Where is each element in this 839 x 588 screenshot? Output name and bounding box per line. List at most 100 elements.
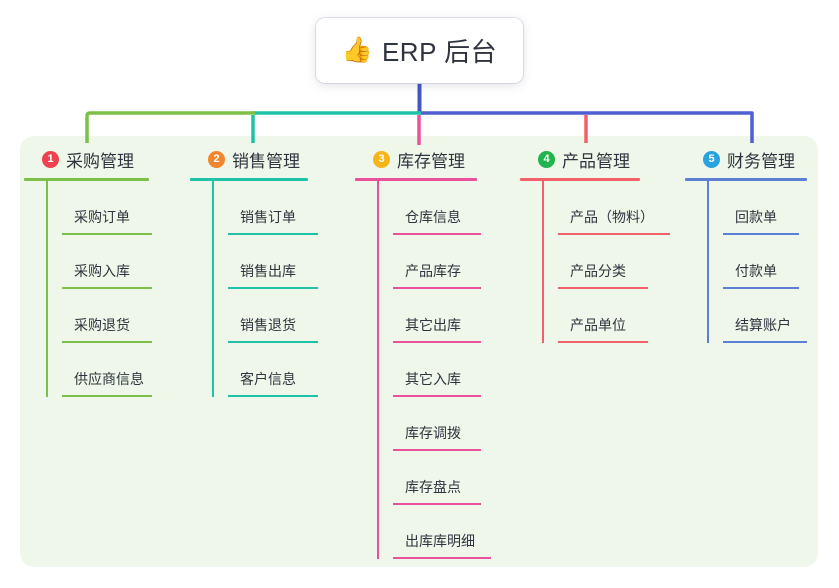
branch-header-3[interactable]: 3 库存管理 <box>355 146 477 172</box>
item-label: 付款单 <box>735 263 777 279</box>
item-rule <box>228 395 318 397</box>
list-item[interactable]: 销售退货 <box>228 289 318 343</box>
branch-title-5: 财务管理 <box>727 151 795 171</box>
list-item[interactable]: 采购入库 <box>62 235 152 289</box>
branch-title-4: 产品管理 <box>562 151 630 171</box>
list-item[interactable]: 供应商信息 <box>62 343 152 397</box>
list-item[interactable]: 采购订单 <box>62 181 152 235</box>
branch-title-1: 采购管理 <box>66 151 134 171</box>
item-rule <box>558 287 648 289</box>
item-rule <box>393 395 481 397</box>
thumbs-up-icon: 👍 <box>341 36 373 64</box>
item-rule <box>393 503 481 505</box>
list-item[interactable]: 产品分类 <box>558 235 648 289</box>
branch-spine-2 <box>212 181 214 397</box>
list-item[interactable]: 其它入库 <box>393 343 481 397</box>
branch-items-3: 仓库信息 产品库存 其它出库 其它入库 库存调拨 库存盘点 出库库明细 <box>377 181 491 559</box>
item-label: 采购订单 <box>74 209 130 225</box>
item-rule <box>393 449 481 451</box>
root-node[interactable]: 👍 ERP 后台 <box>316 18 523 83</box>
item-rule <box>723 233 799 235</box>
branch-header-5[interactable]: 5 财务管理 <box>685 146 807 172</box>
list-item[interactable]: 库存调拨 <box>393 397 481 451</box>
branch-title-3: 库存管理 <box>397 151 465 171</box>
branch-column-5: 5 财务管理 回款单 付款单 结算账户 <box>685 146 807 343</box>
list-item[interactable]: 出库库明细 <box>393 505 491 559</box>
list-item[interactable]: 库存盘点 <box>393 451 481 505</box>
branch-rule-4 <box>520 178 640 181</box>
item-label: 库存盘点 <box>405 479 461 495</box>
diagram-panel <box>20 136 818 567</box>
branch-items-5: 回款单 付款单 结算账户 <box>707 181 807 343</box>
list-item[interactable]: 其它出库 <box>393 289 481 343</box>
item-label: 销售订单 <box>240 209 296 225</box>
list-item[interactable]: 客户信息 <box>228 343 318 397</box>
item-rule <box>558 233 670 235</box>
list-item[interactable]: 销售出库 <box>228 235 318 289</box>
branch-rule-2 <box>190 178 308 181</box>
branch-rule-5 <box>685 178 807 181</box>
item-label: 回款单 <box>735 209 777 225</box>
item-label: 销售出库 <box>240 263 296 279</box>
list-item[interactable]: 采购退货 <box>62 289 152 343</box>
item-label: 产品单位 <box>570 317 626 333</box>
item-label: 销售退货 <box>240 317 296 333</box>
branch-spine-1 <box>46 181 48 397</box>
branch-column-3: 3 库存管理 仓库信息 产品库存 其它出库 其它入库 库存调拨 库存盘点 <box>355 146 491 559</box>
item-rule <box>393 557 491 559</box>
item-label: 产品库存 <box>405 263 461 279</box>
item-rule <box>393 341 481 343</box>
branch-spine-4 <box>542 181 544 343</box>
branch-badge-3: 3 <box>373 150 390 168</box>
item-rule <box>228 341 318 343</box>
item-label: 供应商信息 <box>74 371 144 387</box>
item-rule <box>393 233 481 235</box>
item-rule <box>558 341 648 343</box>
item-label: 产品（物料） <box>570 209 654 225</box>
item-label: 仓库信息 <box>405 209 461 225</box>
branch-rule-3 <box>355 178 477 181</box>
branch-spine-3 <box>377 181 379 559</box>
branch-badge-4: 4 <box>538 150 555 168</box>
branch-badge-2: 2 <box>208 150 225 168</box>
branch-column-1: 1 采购管理 采购订单 采购入库 采购退货 供应商信息 <box>24 146 152 397</box>
branch-items-2: 销售订单 销售出库 销售退货 客户信息 <box>212 181 318 397</box>
item-label: 出库库明细 <box>405 533 475 549</box>
list-item[interactable]: 产品（物料） <box>558 181 670 235</box>
item-rule <box>62 341 152 343</box>
item-label: 客户信息 <box>240 371 296 387</box>
branch-badge-5: 5 <box>703 150 720 168</box>
branch-spine-5 <box>707 181 709 343</box>
list-item[interactable]: 仓库信息 <box>393 181 481 235</box>
item-rule <box>62 395 152 397</box>
list-item[interactable]: 产品库存 <box>393 235 481 289</box>
branch-items-4: 产品（物料） 产品分类 产品单位 <box>542 181 670 343</box>
item-rule <box>228 233 318 235</box>
branch-badge-1: 1 <box>42 150 59 168</box>
branch-title-2: 销售管理 <box>232 151 300 171</box>
item-label: 产品分类 <box>570 263 626 279</box>
branch-column-4: 4 产品管理 产品（物料） 产品分类 产品单位 <box>520 146 670 343</box>
branch-header-1[interactable]: 1 采购管理 <box>24 146 149 172</box>
list-item[interactable]: 付款单 <box>723 235 807 289</box>
item-label: 采购退货 <box>74 317 130 333</box>
page-title: ERP 后台 <box>381 37 498 67</box>
item-rule <box>228 287 318 289</box>
list-item[interactable]: 结算账户 <box>723 289 807 343</box>
item-rule <box>393 287 481 289</box>
branch-rule-1 <box>24 178 149 181</box>
item-label: 采购入库 <box>74 263 130 279</box>
list-item[interactable]: 产品单位 <box>558 289 648 343</box>
item-label: 其它入库 <box>405 371 461 387</box>
branch-column-2: 2 销售管理 销售订单 销售出库 销售退货 客户信息 <box>190 146 318 397</box>
item-rule <box>723 341 807 343</box>
item-rule <box>62 287 152 289</box>
list-item[interactable]: 销售订单 <box>228 181 318 235</box>
branch-header-4[interactable]: 4 产品管理 <box>520 146 640 172</box>
item-label: 结算账户 <box>735 317 791 333</box>
list-item[interactable]: 回款单 <box>723 181 807 235</box>
item-rule <box>62 233 152 235</box>
item-rule <box>723 287 799 289</box>
branch-header-2[interactable]: 2 销售管理 <box>190 146 308 172</box>
item-label: 其它出库 <box>405 317 461 333</box>
